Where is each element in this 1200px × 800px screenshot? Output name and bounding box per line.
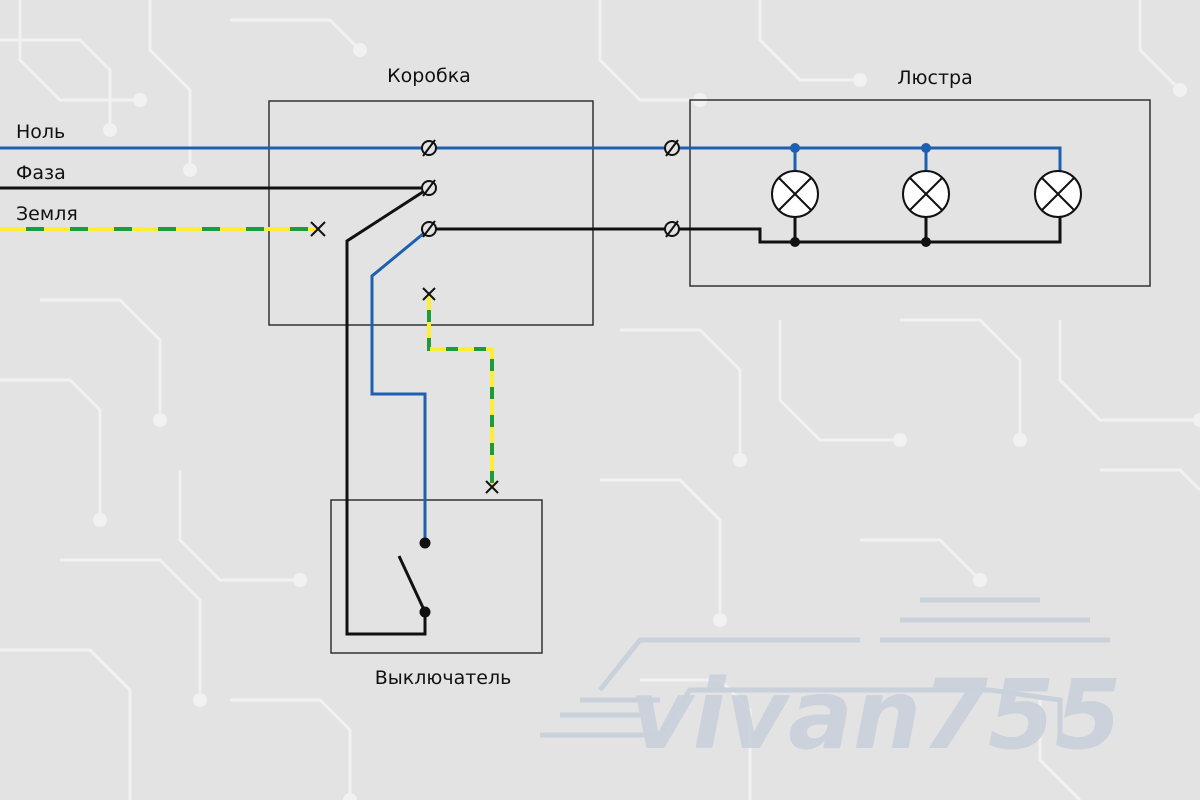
chandelier-label: Люстра (897, 67, 973, 89)
phase-wires (0, 186, 1062, 636)
neutral-label: Ноль (16, 121, 65, 143)
lamp-feed-wire (432, 212, 1062, 244)
watermark: vivan755 (540, 597, 1122, 771)
phase-label: Фаза (16, 162, 66, 184)
neutral-main-wire (0, 146, 1062, 182)
terminal-chandelier-phase (664, 220, 680, 238)
lamp-1-cross-icon (778, 177, 812, 211)
switch-contacts (397, 537, 431, 618)
lamp-3 (1034, 170, 1082, 218)
car-silhouette-icon (540, 597, 1110, 740)
chandelier-box (689, 99, 1151, 287)
lamp-2 (902, 170, 950, 218)
terminal-box-neutral (421, 139, 437, 157)
watermark-text: vivan755 (630, 659, 1122, 771)
junction-box-label: Коробка (387, 65, 471, 87)
lamp-2-cross-icon (909, 177, 943, 211)
phase-to-switch-wire (345, 186, 430, 636)
switch-contact-bottom (419, 606, 431, 618)
neutral-junction-dots (790, 143, 931, 153)
circuit-board-pads (93, 43, 1200, 800)
terminals (421, 139, 680, 238)
terminal-box-phase (421, 179, 437, 197)
ground-end-mark-1 (310, 221, 326, 237)
switch-return-wire (370, 227, 430, 543)
ground-end-marks (310, 221, 499, 494)
lamp-3-cross-icon (1041, 177, 1075, 211)
terminal-box-switched (421, 220, 437, 238)
ground-wires (0, 227, 494, 487)
ground-label: Земля (16, 203, 78, 225)
switch-contact-top (419, 537, 431, 549)
ground-end-mark-2 (422, 287, 436, 301)
switch-label: Выключатель (375, 667, 512, 689)
ground-end-mark-3 (485, 480, 499, 494)
lamp-1 (771, 170, 819, 218)
switch-box (330, 499, 543, 654)
lamp-junction-dots (790, 237, 931, 247)
terminal-chandelier-neutral (664, 139, 680, 157)
switch-lever (397, 555, 427, 613)
